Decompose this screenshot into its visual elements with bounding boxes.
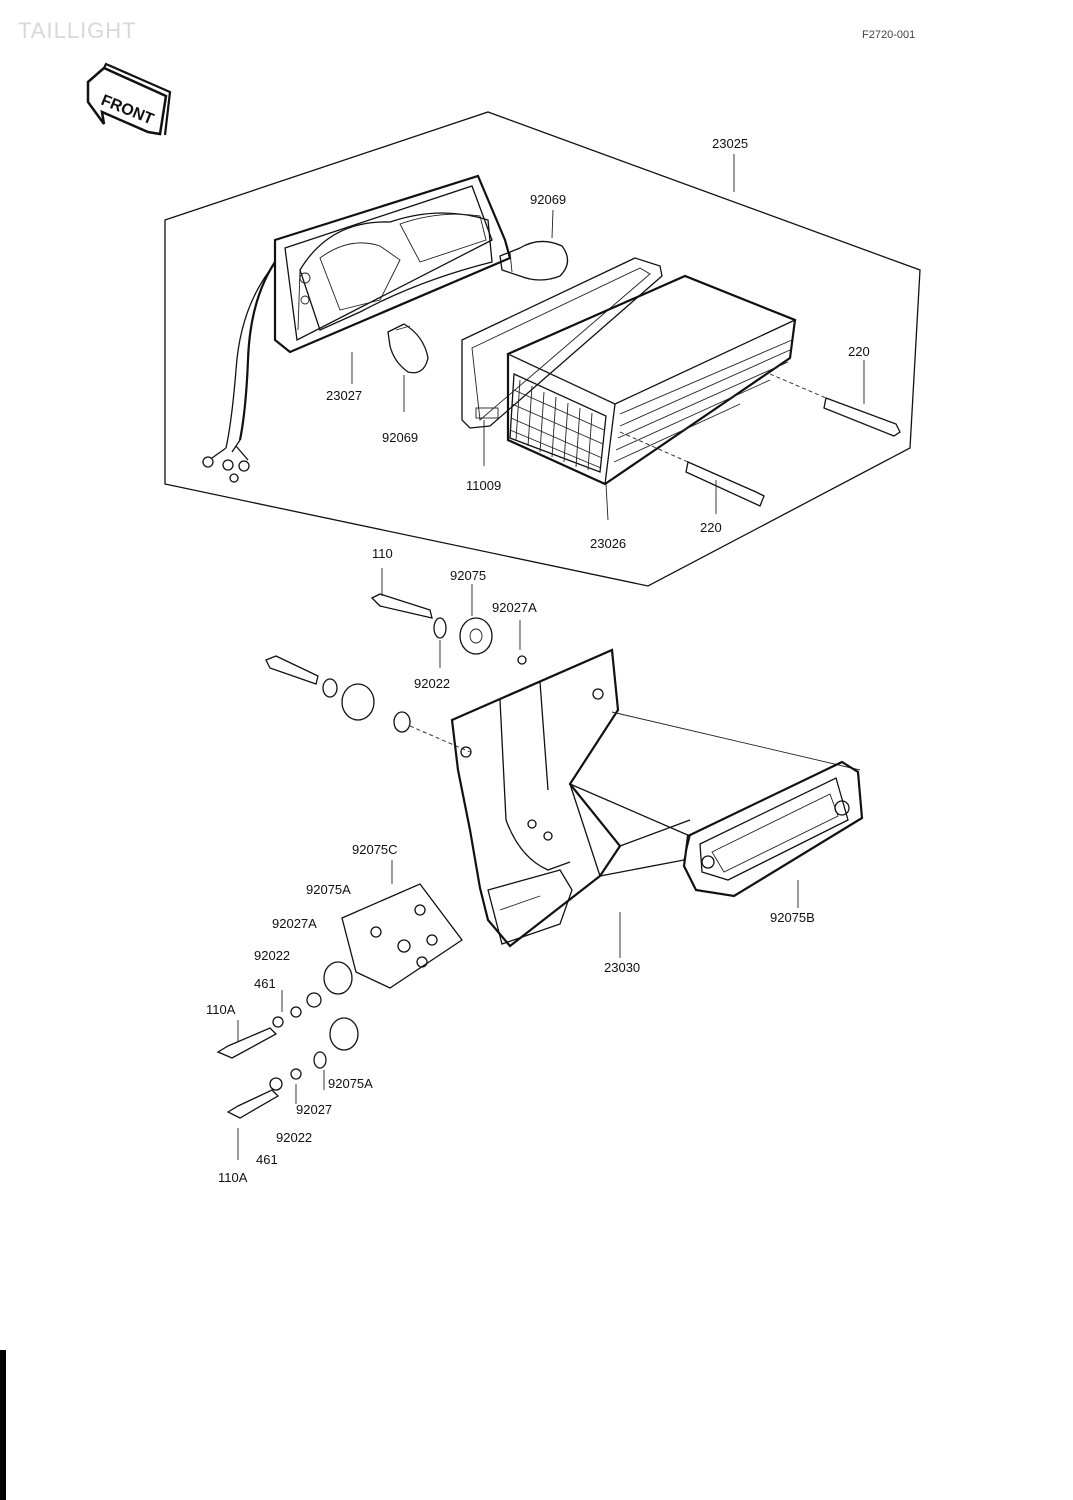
- part-label-92022-bottom: 92022: [276, 1130, 312, 1145]
- part-label-220-top: 220: [848, 344, 870, 359]
- lamp-socket-housing: [202, 174, 512, 483]
- part-label-92069-bottom: 92069: [382, 430, 418, 445]
- part-label-92075A-top: 92075A: [306, 882, 351, 897]
- part-label-92027A-top: 92027A: [492, 600, 537, 615]
- part-label-23027: 23027: [326, 388, 362, 403]
- part-label-92022-top: 92022: [414, 676, 450, 691]
- license-plate-gasket: [682, 760, 864, 908]
- bracket-left-bolt: [265, 655, 471, 753]
- lower-mounting-pad: [341, 860, 463, 989]
- part-label-92027A-mid: 92027A: [272, 916, 317, 931]
- part-label-110: 110: [372, 546, 393, 561]
- part-label-461-mid: 461: [254, 976, 276, 991]
- diagram-title: TAILLIGHT: [18, 18, 137, 43]
- part-label-92075: 92075: [450, 568, 486, 583]
- diagram-code: F2720-001: [862, 29, 915, 41]
- part-label-92027: 92027: [296, 1102, 332, 1117]
- part-label-92022-mid: 92022: [254, 948, 290, 963]
- screw-220-top: [769, 360, 901, 437]
- bulb-bottom: [387, 323, 429, 412]
- part-label-220-bottom: 220: [700, 520, 722, 535]
- part-label-110A-bottom: 110A: [218, 1170, 248, 1185]
- part-label-11009: 11009: [466, 478, 501, 493]
- part-label-92075C: 92075C: [352, 842, 398, 857]
- front-arrow-icon: FRONT: [86, 62, 172, 136]
- part-label-92069-top: 92069: [530, 192, 566, 207]
- scan-edge-bar: [0, 1350, 6, 1500]
- part-label-23026: 23026: [590, 536, 626, 551]
- screw-220-bottom: [619, 431, 765, 514]
- part-label-92075B: 92075B: [770, 910, 815, 925]
- assembly-boundary: [164, 111, 921, 587]
- part-label-461-bottom: 461: [256, 1152, 278, 1167]
- part-label-23025: 23025: [712, 136, 748, 151]
- lower-bolt-lower: [226, 1017, 359, 1160]
- gasket: [461, 257, 663, 466]
- part-label-110A-mid: 110A: [206, 1002, 236, 1017]
- part-label-23030: 23030: [604, 960, 640, 975]
- lower-bolt-upper: [216, 961, 353, 1059]
- part-label-92075A-bottom: 92075A: [328, 1076, 373, 1091]
- bolt-110-assembly: [370, 568, 527, 668]
- bulb-top: [499, 209, 569, 281]
- lamp-lens: [506, 274, 797, 521]
